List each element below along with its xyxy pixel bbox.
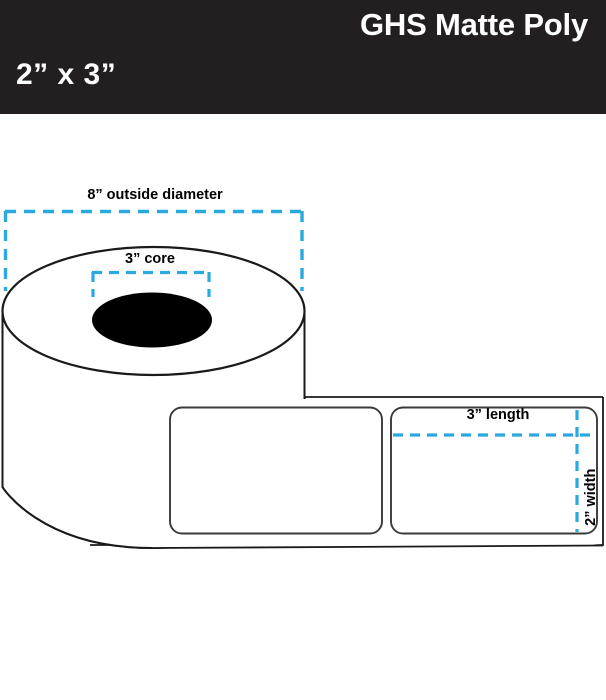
roll-core-hole [92,292,212,348]
product-size: 2” x 3” [16,58,117,91]
label-dimensioned-2 [390,406,598,535]
outside-diameter-label: 8” outside diameter [87,187,223,203]
roll-right-edge-to-web [303,396,603,400]
label-length-label: 3” length [466,407,530,423]
header-banner: GHS Matte Poly 2” x 3” [0,0,606,114]
product-title: GHS Matte Poly [359,7,588,42]
diagram-svg [1,209,604,549]
label-width-label: 2” width [582,468,599,526]
label-dimension-lines [393,410,596,532]
label-blank-1 [169,406,383,535]
label-roll-diagram: 8” outside diameter 3” core 3” length 2”… [0,114,606,700]
web-strip-bottom-edge [151,544,604,549]
outside-diameter-dimension-lines [3,209,304,291]
roll-bottom-arc [1,486,153,549]
core-dimension-lines [91,270,211,297]
core-label: 3” core [125,251,175,267]
